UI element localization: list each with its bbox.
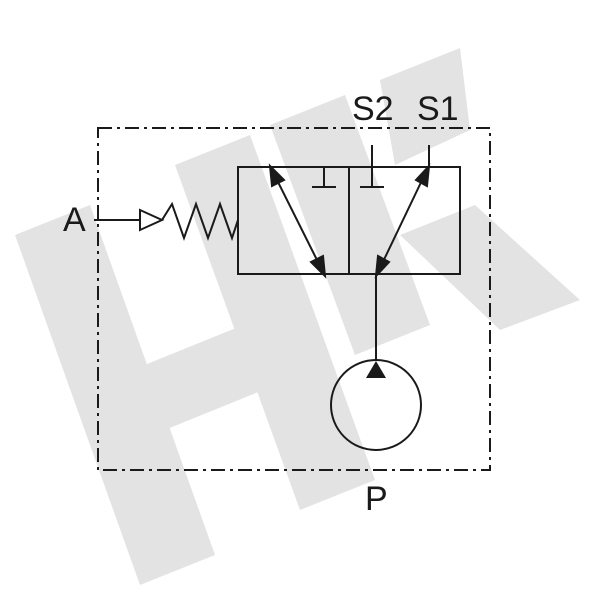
port-label-s1: S1 bbox=[417, 90, 459, 128]
flow-arrow-icon bbox=[374, 163, 431, 279]
watermark-k-upper-arm bbox=[380, 48, 470, 165]
spring-icon bbox=[161, 200, 239, 242]
pump-icon bbox=[330, 359, 422, 451]
watermark-h-left-stroke bbox=[15, 205, 215, 585]
valve-envelope-right bbox=[348, 166, 461, 275]
port-label-s2: S2 bbox=[352, 90, 394, 128]
flow-arrow-icon bbox=[268, 163, 327, 279]
pilot-arrow-icon bbox=[139, 208, 165, 232]
blocked-port-icon bbox=[312, 167, 336, 188]
blocked-port-icon bbox=[360, 167, 384, 188]
watermark-k-lower-arm bbox=[400, 205, 580, 330]
enclosure-boundary bbox=[97, 127, 491, 471]
port-label-a: A bbox=[63, 201, 86, 239]
watermark-h-right-stroke bbox=[175, 135, 375, 510]
port-label-p: P bbox=[365, 480, 388, 518]
